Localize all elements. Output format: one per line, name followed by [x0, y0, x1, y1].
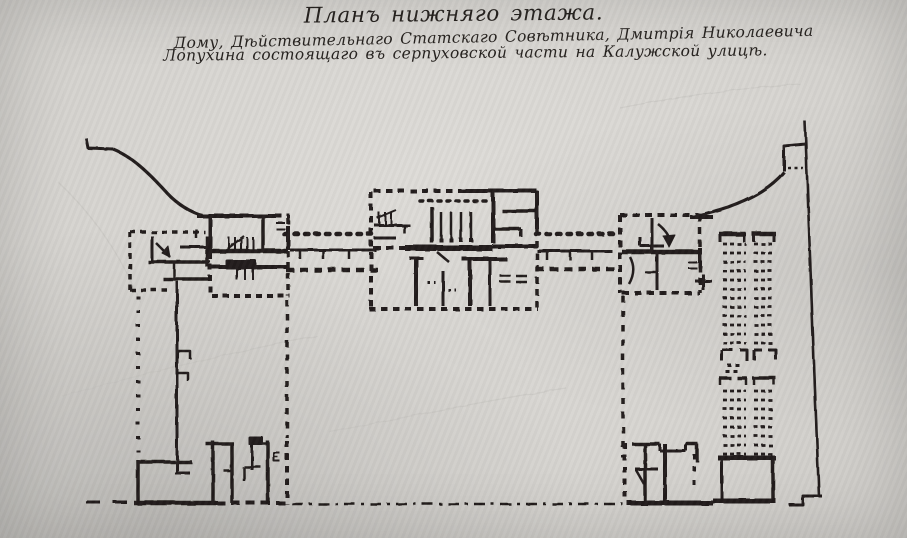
central-building	[369, 189, 539, 311]
bottom-right-building	[623, 442, 713, 506]
right-wing	[618, 213, 702, 295]
bottom-left-building	[86, 436, 290, 506]
paper-creases	[57, 83, 801, 433]
top-left-entrance-curve	[84, 137, 212, 218]
bottom-right-corner-step	[789, 494, 822, 507]
right-gallery	[533, 231, 623, 272]
stable-gate-post	[695, 274, 712, 290]
left-wing	[208, 214, 290, 298]
left-annex	[128, 229, 212, 292]
right-property-line	[803, 120, 821, 498]
left-gallery	[281, 231, 380, 273]
stables	[713, 231, 778, 504]
floor-plan-ink	[57, 83, 822, 507]
top-right-entrance-curve	[690, 142, 807, 219]
left-property-line	[136, 281, 192, 472]
